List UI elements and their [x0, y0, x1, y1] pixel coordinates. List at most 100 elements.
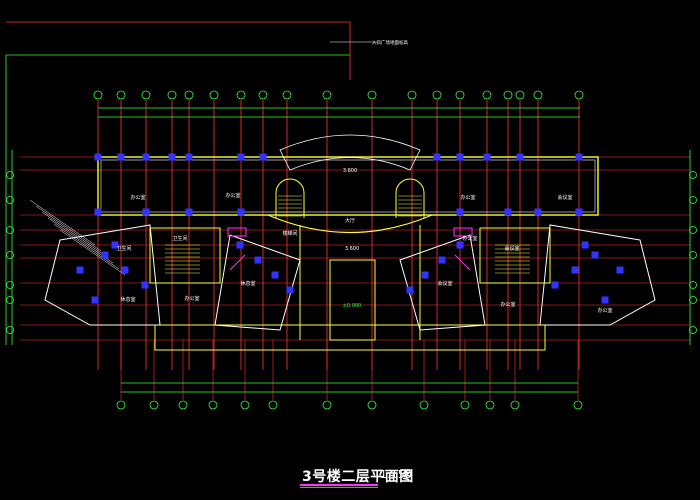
elevation-mark: ±0.000	[343, 303, 362, 309]
structural-column	[142, 153, 150, 161]
lower-wall	[154, 324, 546, 351]
structural-column	[406, 286, 414, 294]
axis-bubble	[167, 90, 177, 100]
left-wing-wall	[44, 224, 161, 326]
site-hatch	[53, 223, 120, 270]
axis-bubble	[6, 171, 14, 179]
structural-column	[581, 241, 589, 249]
structural-column	[456, 241, 464, 249]
curved-lobby-wall	[267, 214, 433, 234]
highlight-mark	[227, 227, 247, 237]
axis-bubble	[6, 226, 14, 234]
axis-bubble	[93, 90, 103, 100]
axis-bubble	[689, 196, 697, 204]
title-underline	[300, 484, 378, 486]
site-hatch	[29, 199, 96, 246]
room-label: 会议室	[437, 280, 452, 287]
main-block-inner-wall	[100, 159, 596, 213]
structural-column	[534, 208, 542, 216]
room-label: 卫生间	[172, 235, 187, 242]
axis-bubble	[282, 90, 292, 100]
structural-column	[504, 208, 512, 216]
structural-column	[271, 271, 279, 279]
structural-column	[141, 281, 149, 289]
axis-bubble	[574, 90, 584, 100]
axis-bubble	[149, 400, 159, 410]
axis-bubble	[367, 90, 377, 100]
room-label: 办公室	[500, 301, 515, 308]
structural-column	[616, 266, 624, 274]
axis-bubble	[367, 400, 377, 410]
axis-bubble	[432, 90, 442, 100]
room-label: 办公室	[462, 235, 477, 242]
structural-column	[433, 153, 441, 161]
structural-column	[456, 208, 464, 216]
axis-bubble	[322, 90, 332, 100]
room-label: 办公室	[225, 192, 240, 199]
room-label: 办公室	[130, 194, 145, 201]
room-label: 大厅	[345, 217, 355, 224]
axis-bubble	[533, 90, 543, 100]
structural-column	[236, 241, 244, 249]
right-wing-inner-wall	[399, 234, 486, 331]
axis-bubble	[689, 251, 697, 259]
axis-bubble	[240, 400, 250, 410]
drawing-title: 3号楼二层平面图	[302, 469, 414, 485]
axis-bubble	[689, 226, 697, 234]
site-hatch	[41, 211, 108, 258]
structural-column	[421, 271, 429, 279]
axis-bubble	[455, 90, 465, 100]
axis-bubble	[236, 90, 246, 100]
structural-column	[168, 153, 176, 161]
stair-arch	[395, 178, 425, 218]
left-wing-inner-wall	[214, 234, 301, 331]
site-boundary	[6, 21, 351, 80]
highlight-mark	[454, 254, 471, 271]
axis-bubble	[573, 400, 583, 410]
axis-bubble	[689, 281, 697, 289]
room-label: 会议室	[504, 245, 519, 252]
axis-bubble	[689, 296, 697, 304]
room-label: 办公室	[597, 307, 612, 314]
axis-bubble	[482, 90, 492, 100]
structural-column	[254, 256, 262, 264]
axis-bubble	[209, 90, 219, 100]
structural-column	[259, 153, 267, 161]
axis-bubble	[208, 400, 218, 410]
axis-bubble	[6, 281, 14, 289]
entrance-canopy	[279, 134, 421, 171]
structural-column	[94, 153, 102, 161]
structural-column	[286, 286, 294, 294]
room-label: 休息室	[120, 296, 135, 303]
site-hatch	[59, 229, 126, 276]
structural-column	[438, 256, 446, 264]
structural-column	[237, 208, 245, 216]
stair-arch	[275, 178, 305, 218]
axis-bubble	[510, 400, 520, 410]
axis-bubble	[116, 400, 126, 410]
elevation-mark: 3.600	[343, 168, 357, 174]
axis-bubble	[268, 400, 278, 410]
axis-bubble	[184, 90, 194, 100]
right-core-wall	[479, 227, 551, 284]
main-block-wall	[97, 156, 599, 216]
structural-column	[76, 266, 84, 274]
drawing-scale: 1:150	[380, 468, 412, 481]
axis-bubble	[6, 196, 14, 204]
axis-bubble	[485, 400, 495, 410]
axis-bubble	[141, 90, 151, 100]
structural-column	[591, 251, 599, 259]
left-core-wall	[149, 227, 221, 284]
drawing-title-block: 3号楼二层平面图 1:150	[294, 466, 424, 490]
site-note: 入口广场地面标高	[372, 39, 408, 46]
title-underline-thin	[300, 487, 378, 488]
structural-column	[101, 251, 109, 259]
structural-column	[456, 153, 464, 161]
site-hatch	[35, 205, 102, 252]
structural-column	[142, 208, 150, 216]
highlight-mark	[453, 227, 473, 237]
room-label: 办公室	[184, 295, 199, 302]
structural-column	[185, 153, 193, 161]
axis-bubble	[178, 400, 188, 410]
